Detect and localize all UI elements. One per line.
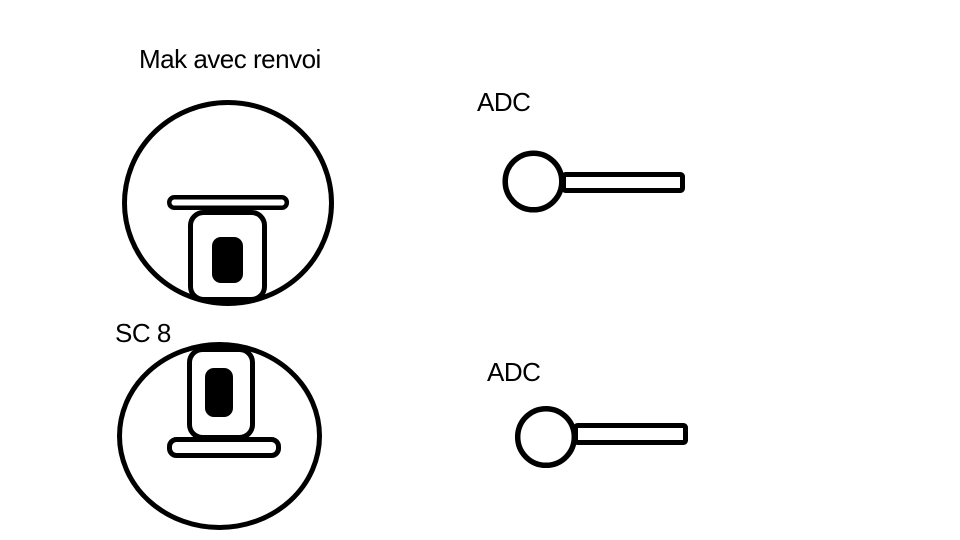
- adc-top-body-circle: [502, 150, 565, 213]
- mak-tube-circle: [122, 100, 334, 306]
- adc-bottom-lever: [573, 423, 688, 445]
- adc-bottom-label: ADC: [487, 357, 541, 387]
- adc-bottom-body-circle: [514, 405, 578, 469]
- adc-bottom-figure: [514, 405, 688, 469]
- adc-top-label: ADC: [477, 87, 531, 117]
- mak-back-plate-bar: [167, 195, 290, 211]
- mak-telescope-figure: [122, 100, 334, 306]
- mak-label: Mak avec renvoi: [139, 44, 321, 74]
- sc8-eyepiece-opening: [205, 368, 233, 417]
- sc8-label: SC 8: [115, 318, 171, 348]
- adc-top-lever: [561, 172, 685, 193]
- adc-top-figure: [502, 150, 685, 213]
- sc8-back-plate-bar: [167, 437, 281, 458]
- sc8-telescope-figure: [117, 342, 322, 530]
- mak-eyepiece-opening: [212, 237, 243, 283]
- sc8-tube-circle: [117, 342, 322, 530]
